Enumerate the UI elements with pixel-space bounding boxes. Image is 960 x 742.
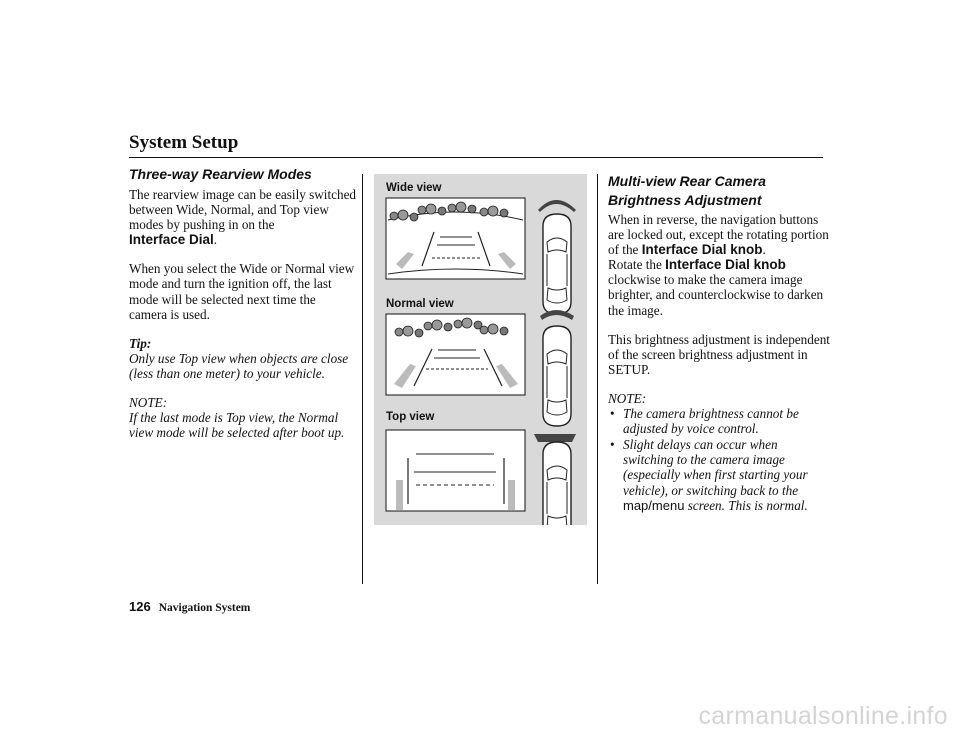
- wide-view-car-icon: [542, 213, 572, 315]
- paragraph-switch-modes: The rearview image can be easily switche…: [129, 187, 357, 247]
- tip-label: Tip:: [129, 335, 152, 351]
- paragraph-brightness-independent: This brightness adjustment is independen…: [608, 331, 830, 377]
- note-label-right: NOTE:: [608, 390, 647, 406]
- bullet-text: screen. This is normal.: [687, 497, 808, 513]
- bullet-icon: •: [610, 437, 615, 453]
- note-list: • The camera brightness cannot be adjuste…: [608, 406, 830, 513]
- section-heading-rearview-modes: Three-way Rearview Modes: [129, 166, 312, 182]
- paragraph-text: clockwise to make the camera image brigh…: [608, 272, 824, 318]
- control-name-interface-dial: Interface Dial: [129, 232, 214, 248]
- title-rule: [129, 157, 823, 158]
- section-heading-brightness: Multi-view Rear Camera Brightness Adjust…: [608, 172, 830, 210]
- control-name-interface-dial-knob: Interface Dial knob: [641, 242, 763, 258]
- right-column: Multi-view Rear Camera Brightness Adjust…: [608, 172, 830, 514]
- column-divider-right: [597, 174, 598, 584]
- bullet-text: The camera brightness cannot be adjusted…: [623, 406, 799, 437]
- wide-view-camera-fan: [538, 200, 576, 212]
- paragraph-text: When in reverse, the navigation buttons …: [608, 212, 829, 258]
- punctuation: .: [762, 242, 766, 258]
- tip-text: Only use Top view when objects are close…: [129, 350, 349, 381]
- normal-view-car-icon: [542, 325, 572, 427]
- note-bullet-1: • The camera brightness cannot be adjuste…: [608, 406, 830, 436]
- heading-line-2: Brightness Adjustment: [608, 192, 762, 208]
- paragraph-text: The rearview image can be easily switche…: [129, 187, 357, 233]
- watermark: carmanualsonline.info: [698, 702, 948, 730]
- paragraph-last-mode: When you select the Wide or Normal view …: [129, 261, 355, 322]
- top-view-screen: [385, 429, 526, 512]
- page-title: System Setup: [129, 132, 239, 153]
- note-block-right: NOTE: • The camera brightness cannot be a…: [608, 391, 830, 513]
- normal-view-label: Normal view: [386, 298, 454, 310]
- column-divider-left: [362, 174, 363, 584]
- footer-title: Navigation System: [158, 602, 251, 614]
- rearview-modes-figure: Wide view Normal view Top view: [374, 174, 587, 525]
- screen-name-map-menu: map/menu: [623, 497, 685, 513]
- page-footer: 126 Navigation System: [129, 598, 250, 616]
- rearview-illustration: [385, 197, 576, 525]
- note-bullet-2: • Slight delays can occur when switching …: [608, 437, 830, 512]
- tip-block: Tip: Only use Top view when objects are …: [129, 336, 357, 381]
- top-view-car-icon: [542, 441, 572, 525]
- control-name-interface-dial-knob: Interface Dial knob: [665, 257, 786, 273]
- normal-view-screen: [385, 313, 526, 396]
- punctuation: .: [213, 232, 218, 248]
- top-view-camera-fan: [534, 434, 576, 442]
- bullet-icon: •: [610, 406, 615, 422]
- heading-line-1: Multi-view Rear Camera: [608, 173, 766, 189]
- paragraph-brightness-instructions: When in reverse, the navigation buttons …: [608, 212, 830, 318]
- bullet-text: Slight delays can occur when switching t…: [623, 437, 808, 498]
- note-block: NOTE: If the last mode is Top view, the …: [129, 395, 357, 440]
- note-text: If the last mode is Top view, the Normal…: [129, 410, 345, 441]
- left-column: Three-way Rearview Modes The rearview im…: [129, 166, 357, 454]
- wide-view-label: Wide view: [386, 182, 442, 194]
- top-view-label: Top view: [386, 411, 435, 423]
- note-label: NOTE:: [129, 395, 168, 411]
- wide-view-screen: [385, 197, 526, 280]
- paragraph-text: Rotate the: [608, 257, 662, 273]
- page-number: 126: [129, 599, 151, 614]
- normal-view-camera-fan: [540, 310, 574, 320]
